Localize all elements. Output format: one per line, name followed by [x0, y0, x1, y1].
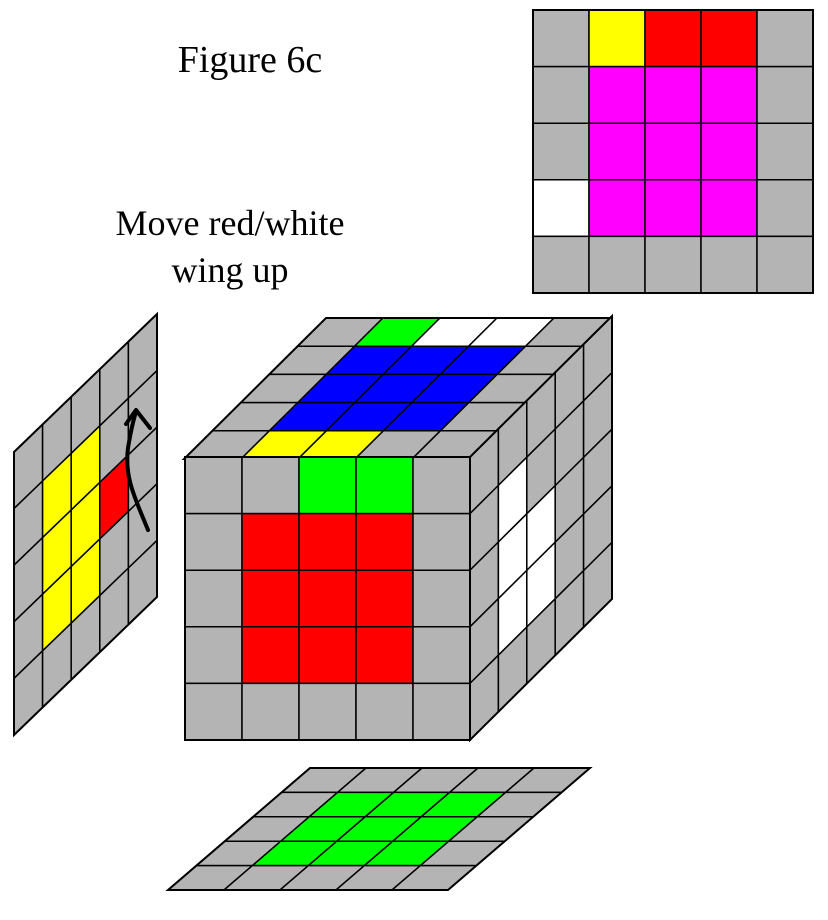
sticker-front-r1-c2	[298, 512, 357, 571]
sticker-front-r1-c3	[355, 512, 414, 571]
sticker-back-r1-c0	[532, 65, 590, 124]
sticker-back-r0-c2	[644, 9, 702, 68]
sticker-front-r4-c0	[184, 682, 243, 741]
sticker-front-r3-c1	[241, 626, 300, 685]
bottom-face	[165, 767, 593, 891]
left-face	[13, 311, 158, 738]
sticker-back-r0-c3	[700, 9, 758, 68]
move-up-arrow	[125, 410, 150, 532]
sticker-front-r1-c4	[412, 512, 471, 571]
sticker-back-r4-c2	[644, 235, 702, 294]
sticker-front-r2-c0	[184, 569, 243, 628]
sticker-front-r1-c0	[184, 512, 243, 571]
sticker-back-r4-c3	[700, 235, 758, 294]
sticker-front-r0-c2	[298, 456, 357, 515]
right-face	[469, 313, 613, 743]
sticker-back-r4-c4	[756, 235, 814, 294]
sticker-front-r2-c4	[412, 569, 471, 628]
sticker-back-r3-c2	[644, 179, 702, 238]
bottom-face-outline	[165, 767, 593, 891]
sticker-front-r2-c2	[298, 569, 357, 628]
sticker-back-r1-c4	[756, 65, 814, 124]
sticker-back-r3-c3	[700, 179, 758, 238]
instruction-line-2: wing up	[171, 250, 289, 290]
left-face-outline	[13, 311, 158, 738]
sticker-back-r4-c0	[532, 235, 590, 294]
sticker-back-r3-c4	[756, 179, 814, 238]
sticker-back-r1-c3	[700, 65, 758, 124]
sticker-back-r2-c3	[700, 122, 758, 181]
sticker-front-r4-c2	[298, 682, 357, 741]
front-face	[184, 456, 471, 741]
sticker-back-r2-c4	[756, 122, 814, 181]
sticker-back-r2-c1	[588, 122, 646, 181]
sticker-front-r3-c2	[298, 626, 357, 685]
sticker-back-r1-c2	[644, 65, 702, 124]
sticker-front-r0-c3	[355, 456, 414, 515]
sticker-back-r3-c0	[532, 179, 590, 238]
front-face-outline	[184, 456, 471, 741]
sticker-back-r0-c1	[588, 9, 646, 68]
sticker-back-r1-c1	[588, 65, 646, 124]
sticker-front-r4-c1	[241, 682, 300, 741]
sticker-front-r3-c4	[412, 626, 471, 685]
sticker-front-r3-c3	[355, 626, 414, 685]
sticker-front-r2-c1	[241, 569, 300, 628]
sticker-back-r4-c1	[588, 235, 646, 294]
sticker-front-r0-c1	[241, 456, 300, 515]
move-up-arrowhead	[124, 408, 152, 430]
instruction-line-1: Move red/white	[115, 203, 345, 243]
sticker-back-r0-c4	[756, 9, 814, 68]
sticker-front-r4-c4	[412, 682, 471, 741]
sticker-front-r0-c0	[184, 456, 243, 515]
sticker-front-r0-c4	[412, 456, 471, 515]
back-face	[532, 9, 814, 294]
sticker-back-r3-c1	[588, 179, 646, 238]
sticker-back-r2-c2	[644, 122, 702, 181]
sticker-back-r0-c0	[532, 9, 590, 68]
instruction-caption: Move red/white wing up	[70, 200, 390, 294]
figure-title: Figure 6c	[177, 39, 323, 81]
sticker-back-r2-c0	[532, 122, 590, 181]
sticker-front-r3-c0	[184, 626, 243, 685]
sticker-front-r1-c1	[241, 512, 300, 571]
sticker-front-r2-c3	[355, 569, 414, 628]
sticker-front-r4-c3	[355, 682, 414, 741]
back-face-outline	[532, 9, 814, 294]
